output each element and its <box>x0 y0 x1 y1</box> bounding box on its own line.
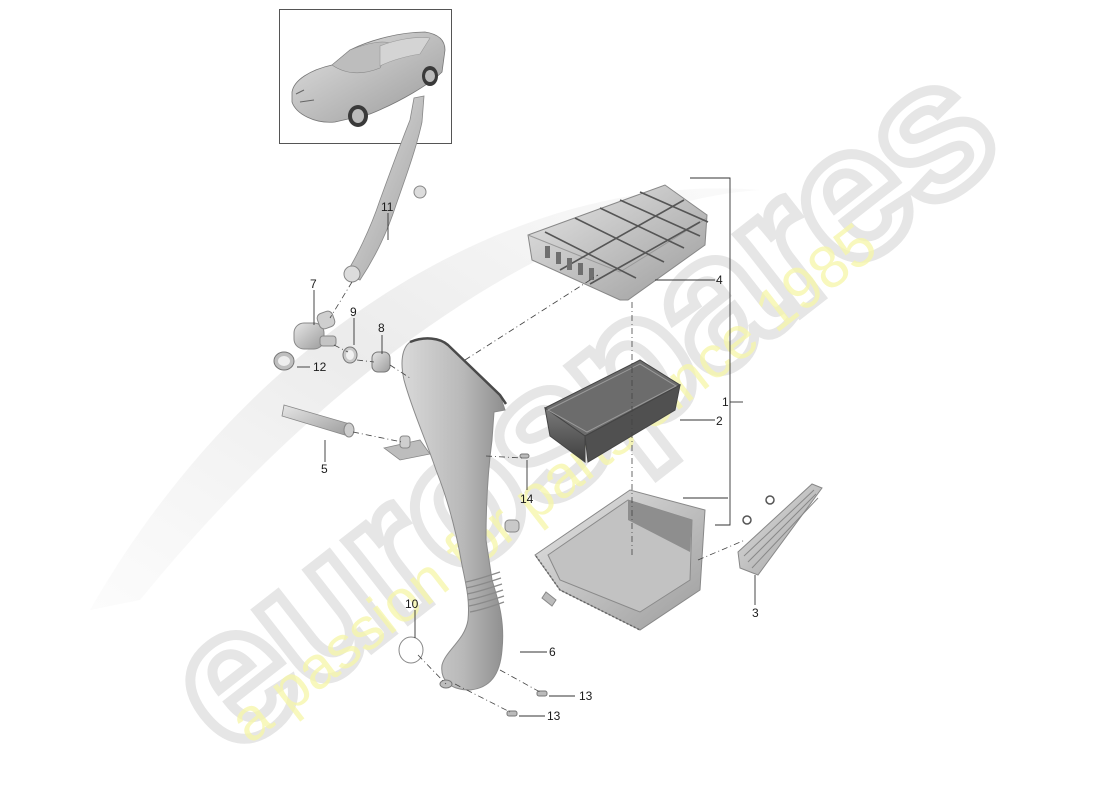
callout-7[interactable]: 7 <box>310 277 317 291</box>
callout-11[interactable]: 11 <box>381 200 394 214</box>
part-12-sealing-ring[interactable] <box>273 351 295 371</box>
part-8-grommet[interactable] <box>371 351 391 373</box>
callout-5[interactable]: 5 <box>321 462 328 476</box>
callout-6[interactable]: 6 <box>549 645 556 659</box>
callout-8[interactable]: 8 <box>378 321 385 335</box>
callout-1[interactable]: 1 <box>722 395 729 409</box>
car-icon <box>291 31 446 127</box>
part-4-upper-housing[interactable] <box>527 184 709 301</box>
part-13-screw-upper[interactable] <box>536 690 548 697</box>
part-6-intake-duct[interactable] <box>383 337 520 691</box>
part-5-vent-hose[interactable] <box>281 404 355 438</box>
assembly-lines <box>329 274 746 713</box>
callout-13-upper[interactable]: 13 <box>579 689 593 703</box>
svg-text:eurospares: eurospares <box>124 19 1030 792</box>
part-1-lower-housing[interactable] <box>534 489 706 631</box>
callout-12[interactable]: 12 <box>313 360 327 374</box>
part-7-elbow-connector[interactable] <box>293 310 337 350</box>
callout-4[interactable]: 4 <box>716 273 723 287</box>
part-13-screw-lower[interactable] <box>506 710 518 717</box>
part-14-screw[interactable] <box>519 453 530 459</box>
watermark-tagline: a passion for parts since 1985 <box>217 210 889 756</box>
leader-lines <box>297 177 756 717</box>
callout-14[interactable]: 14 <box>520 492 534 506</box>
vehicle-thumbnail <box>279 9 452 144</box>
watermark-brand: eurospares <box>119 14 1035 797</box>
callout-3[interactable]: 3 <box>752 606 759 620</box>
svg-text:a passion for parts since 1985: a passion for parts since 1985 <box>217 210 889 756</box>
watermark-swoosh <box>90 188 760 610</box>
part-3-side-grille[interactable] <box>737 483 823 576</box>
part-9-hose-clamp[interactable] <box>342 346 358 364</box>
part-2-filter-element[interactable] <box>544 359 681 463</box>
part-10-o-ring[interactable] <box>398 636 424 664</box>
callout-10[interactable]: 10 <box>405 597 419 611</box>
callout-9[interactable]: 9 <box>350 305 357 319</box>
callout-2[interactable]: 2 <box>716 414 723 428</box>
callout-13-lower[interactable]: 13 <box>547 709 561 723</box>
